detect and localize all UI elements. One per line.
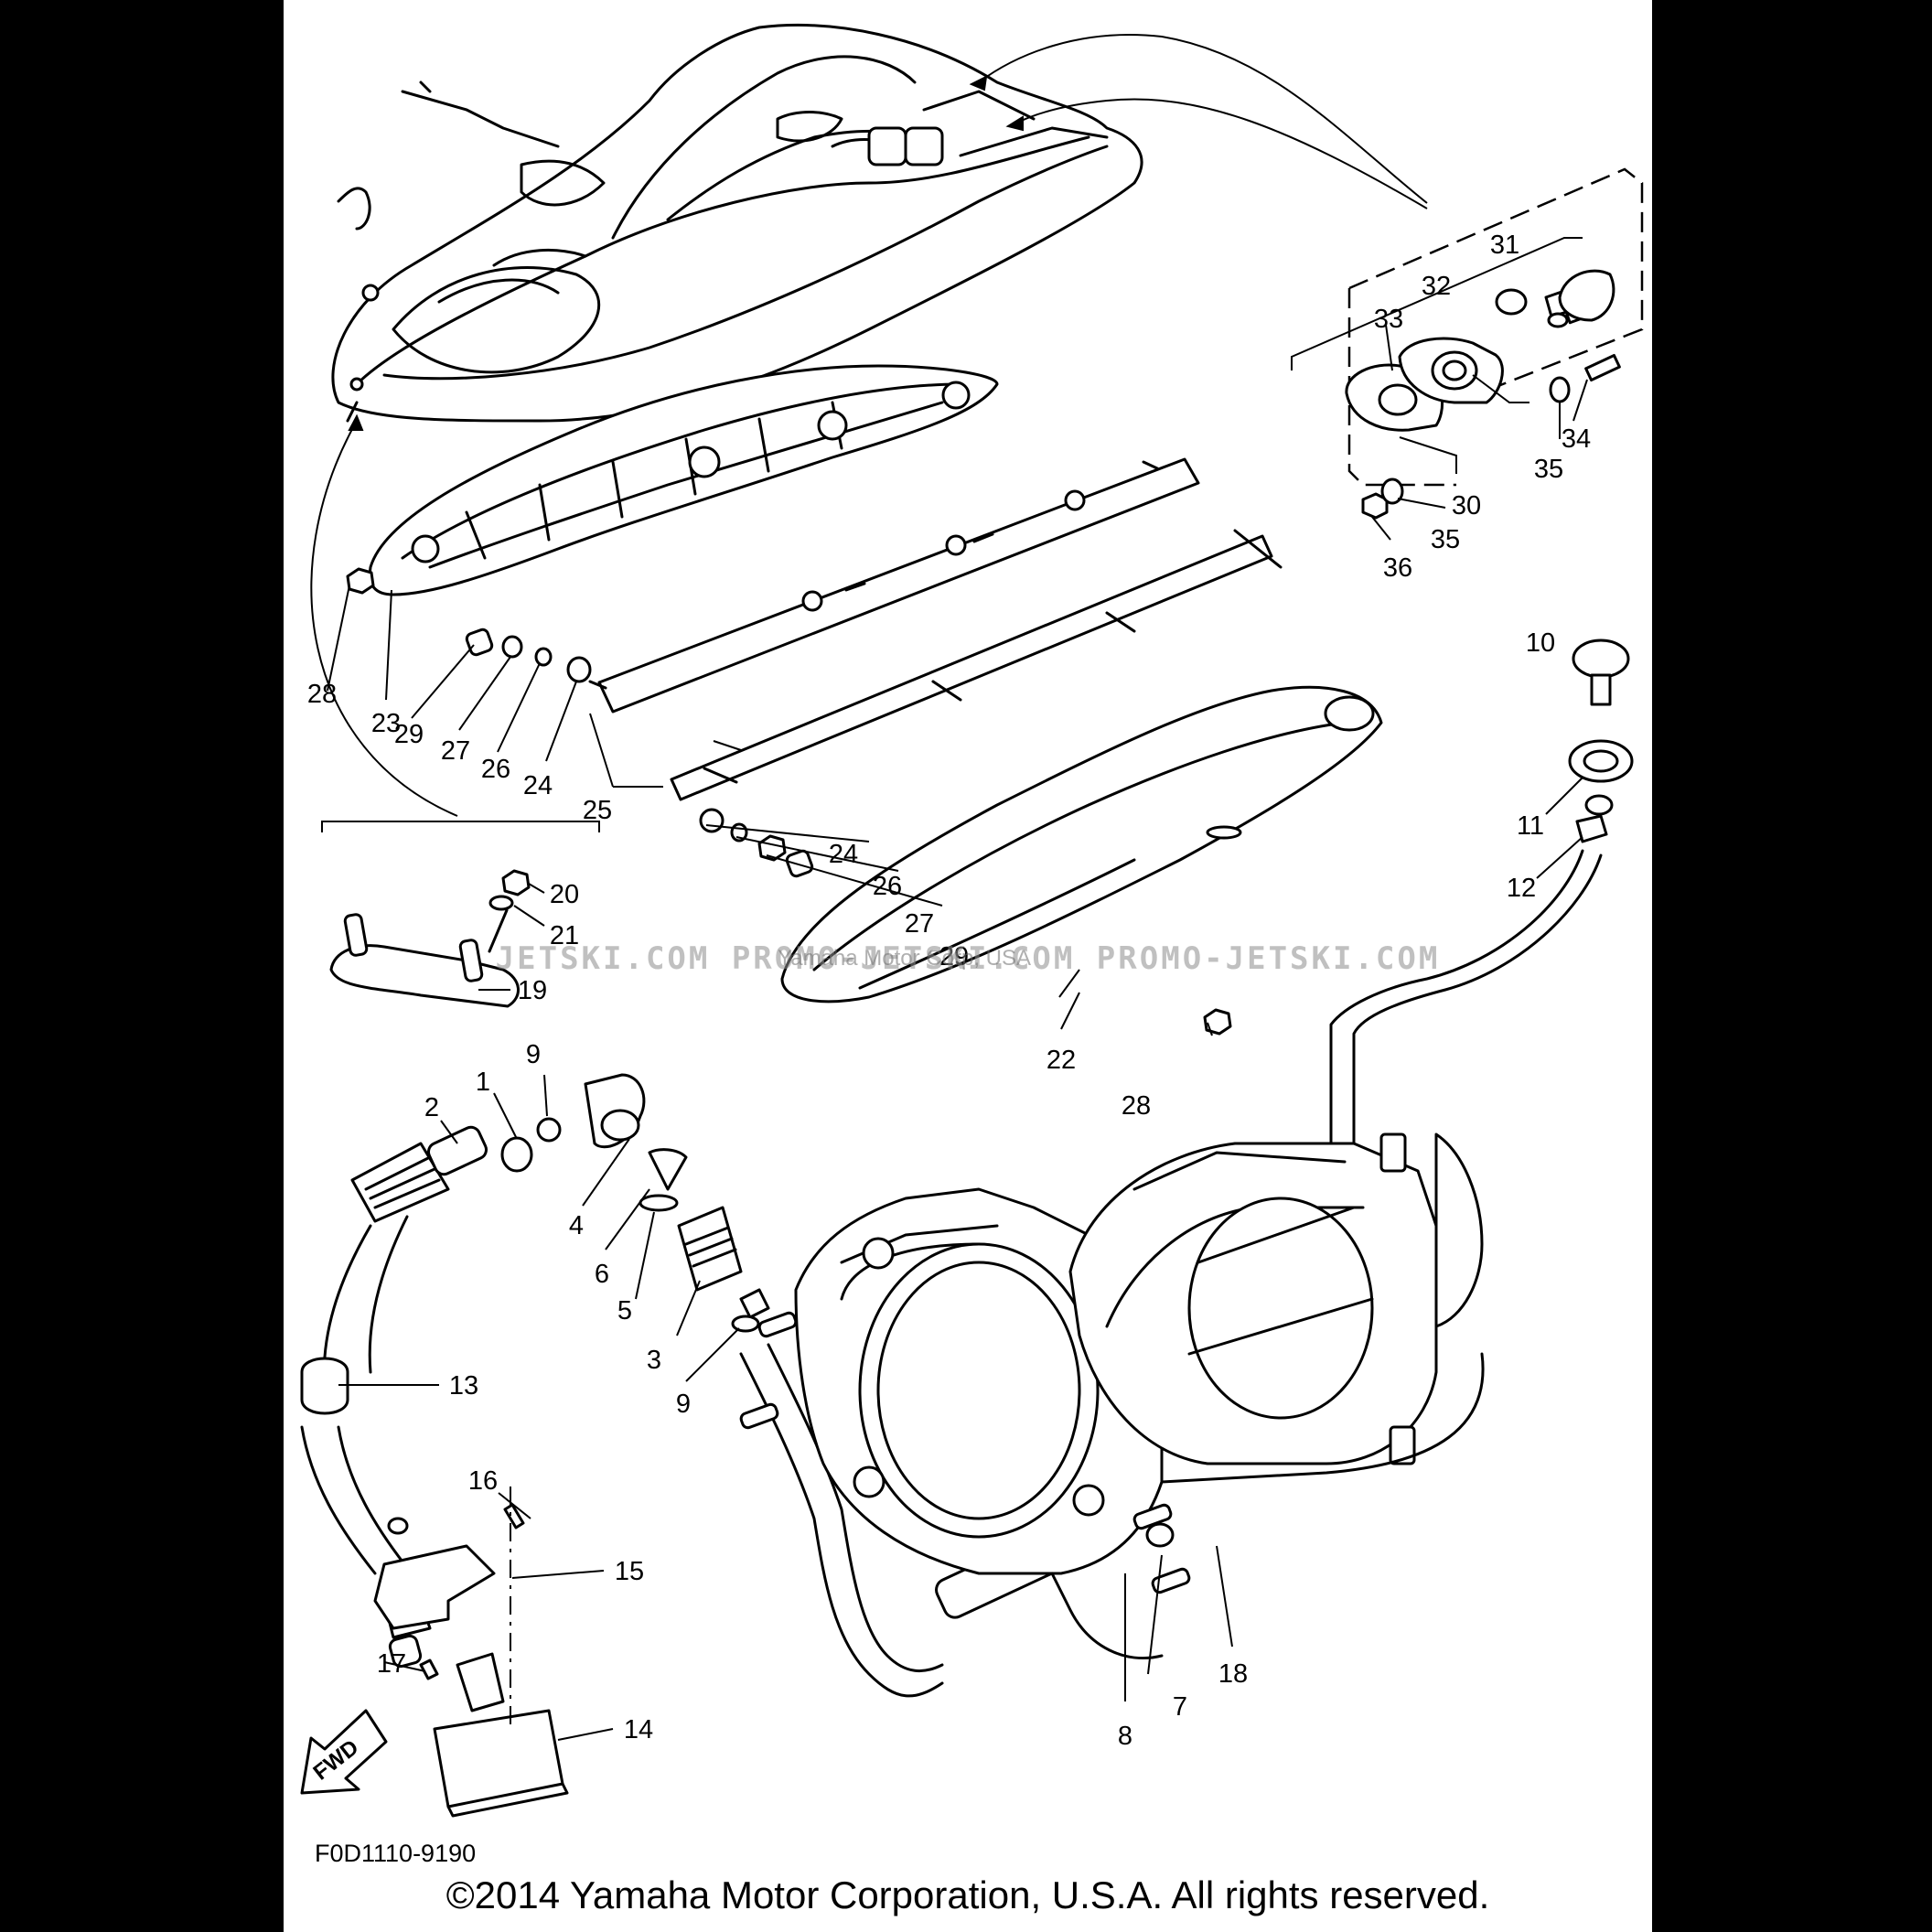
callout-32: 32 — [1422, 272, 1451, 301]
drain-plug-group — [1568, 639, 1634, 843]
bypass-hose — [1160, 1352, 1485, 1484]
callout-26: 26 — [481, 755, 510, 784]
forward-arrow-icon: FWD — [300, 1709, 388, 1795]
callout-28-lower: 28 — [1122, 1091, 1151, 1121]
callout-33: 33 — [1374, 305, 1403, 334]
callout-30: 30 — [1452, 491, 1481, 521]
inset-bracket — [321, 821, 600, 1008]
callout-27: 27 — [441, 736, 470, 766]
callout-24: 24 — [523, 771, 553, 800]
callout-4: 4 — [569, 1211, 584, 1240]
sponson-left — [368, 364, 999, 596]
callout-1: 1 — [476, 1068, 490, 1097]
callout-25: 25 — [583, 796, 612, 825]
nut-28-lower — [1203, 1008, 1232, 1036]
callout-17: 17 — [377, 1649, 406, 1679]
callout-28: 28 — [307, 680, 337, 709]
callout-24-lower: 24 — [829, 840, 858, 869]
watermark-subtext: Yamaha Motor Corp, USA — [778, 946, 1031, 971]
sponson-right — [780, 685, 1383, 1004]
callout-labels: 1 2 3 4 5 6 7 8 9 9 10 11 12 13 14 15 16… — [307, 231, 1591, 1751]
callout-23: 23 — [371, 709, 401, 738]
mounting-plates — [588, 457, 1283, 801]
callout-6: 6 — [595, 1260, 609, 1289]
drain-hose-outer — [1352, 853, 1603, 1145]
lower-hardware — [699, 808, 814, 878]
callout-13: 13 — [449, 1371, 478, 1401]
callout-9-lower: 9 — [676, 1390, 691, 1419]
callout-22: 22 — [1046, 1046, 1076, 1075]
callout-29: 29 — [394, 720, 424, 749]
callout-10: 10 — [1526, 628, 1555, 658]
drain-hose — [1329, 849, 1584, 1145]
callout-7: 7 — [1173, 1692, 1187, 1722]
callout-34: 34 — [1562, 424, 1591, 454]
callout-9: 9 — [526, 1040, 541, 1069]
inset-assembly — [1291, 167, 1644, 520]
callout-35-lower: 35 — [1431, 525, 1460, 554]
left-hose-routing — [300, 1215, 569, 1818]
diagram-code: F0D1110-9190 — [315, 1840, 477, 1867]
jet-pump-housing — [739, 1132, 1484, 1660]
callout-27-lower: 27 — [905, 909, 934, 939]
callout-21: 21 — [550, 921, 579, 950]
callout-36: 36 — [1383, 553, 1412, 583]
reference-leader-lines — [310, 34, 1428, 817]
callout-15: 15 — [615, 1557, 644, 1586]
callout-31: 31 — [1490, 231, 1519, 260]
watercraft-illustration — [331, 24, 1143, 423]
copyright-notice: ©2014 Yamaha Motor Corporation, U.S.A. A… — [445, 1873, 1490, 1916]
watermark: JETSKI.COM PROMO-JETSKI.COM PROMO-JETSKI… — [495, 940, 1441, 977]
callout-5: 5 — [617, 1296, 632, 1326]
callout-14: 14 — [624, 1715, 653, 1744]
upper-hardware — [346, 567, 592, 683]
callout-8: 8 — [1118, 1722, 1132, 1751]
callout-18: 18 — [1218, 1659, 1248, 1689]
callout-16: 16 — [468, 1466, 498, 1496]
callout-29-lower: 29 — [939, 942, 969, 971]
callout-35: 35 — [1534, 455, 1563, 484]
callout-20: 20 — [550, 880, 579, 909]
parts-diagram-sheet: FWD 1 2 3 4 5 6 7 8 9 9 10 11 12 13 14 1… — [284, 0, 1652, 1932]
exploded-view-drawing: FWD 1 2 3 4 5 6 7 8 9 9 10 11 12 13 14 1… — [300, 24, 1644, 1818]
callout-2: 2 — [424, 1093, 439, 1122]
callout-12: 12 — [1507, 874, 1536, 903]
callout-19: 19 — [518, 976, 547, 1005]
callout-11: 11 — [1517, 811, 1544, 841]
callout-3: 3 — [647, 1346, 661, 1375]
hose-fittings — [350, 1073, 770, 1333]
